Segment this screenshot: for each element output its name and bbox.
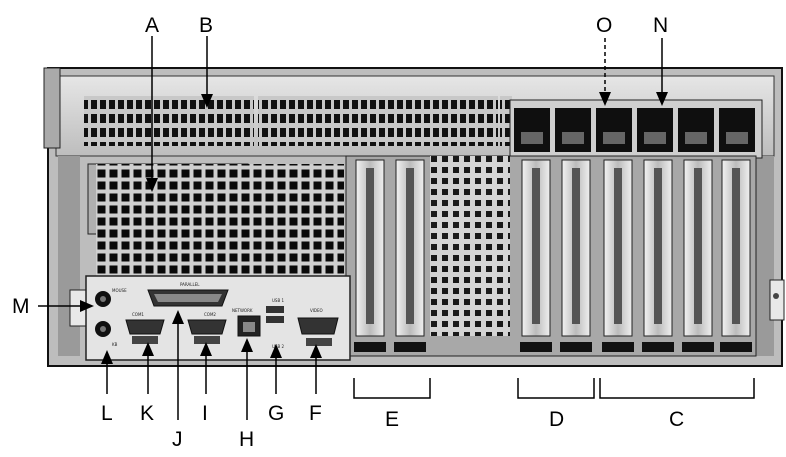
ps2-keyboard-port: KB xyxy=(95,321,118,347)
fan-module xyxy=(514,108,550,152)
callout-a: A xyxy=(145,14,159,37)
fan-module xyxy=(678,108,714,152)
com1-serial-port: COM1 xyxy=(125,312,165,344)
usb1-label: USB 1 xyxy=(272,298,284,303)
main-vent-grid xyxy=(96,164,344,284)
kb-label: KB xyxy=(112,342,118,347)
com1-label: COM1 xyxy=(132,312,144,317)
com2-label: COM2 xyxy=(204,312,216,317)
expansion-slot-bracket xyxy=(683,159,713,337)
fan-module xyxy=(637,108,673,152)
network-port: NETWORK xyxy=(232,308,261,337)
callout-labels: A B O N M L K J I H G F E D C xyxy=(12,14,684,451)
expansion-slot-bracket xyxy=(561,159,591,337)
callout-m: M xyxy=(12,295,30,318)
fan-module xyxy=(719,108,755,152)
callout-f: F xyxy=(309,402,322,425)
expansion-slot-bracket xyxy=(355,159,385,337)
callout-c: C xyxy=(669,408,684,431)
callout-d: D xyxy=(549,408,564,431)
ps2-mouse-port: MOUSE xyxy=(95,288,127,307)
callout-b: B xyxy=(199,14,213,37)
callout-l: L xyxy=(101,402,113,425)
mouse-label: MOUSE xyxy=(112,288,127,293)
callout-k: K xyxy=(140,402,154,425)
callout-h: H xyxy=(239,428,254,451)
expansion-slot-bracket xyxy=(521,159,551,337)
top-vent-grille xyxy=(84,96,512,146)
video-port: VIDEO xyxy=(297,308,339,346)
callout-e: E xyxy=(385,408,399,431)
callout-o: O xyxy=(596,14,612,37)
expansion-slot-bracket xyxy=(395,159,425,337)
callout-j: J xyxy=(172,428,183,451)
usb-ports: USB 1 USB 2 xyxy=(266,298,284,349)
callout-leaders xyxy=(38,36,755,420)
usb2-label: USB 2 xyxy=(272,344,284,349)
expansion-slot-bracket xyxy=(643,159,673,337)
video-label: VIDEO xyxy=(310,308,323,313)
callout-n: N xyxy=(653,14,668,37)
callout-i: I xyxy=(202,402,208,425)
network-label: NETWORK xyxy=(232,308,253,313)
fan-module xyxy=(596,108,632,152)
io-panel: MOUSE KB PARALLEL COM1 COM2 NETWORK USB … xyxy=(85,275,351,361)
callout-g: G xyxy=(268,402,284,425)
expansion-slot-bracket xyxy=(603,159,633,337)
com2-serial-port: COM2 xyxy=(187,312,227,344)
parallel-port: PARALLEL xyxy=(147,282,229,307)
expansion-slot-area xyxy=(345,155,757,357)
fan-module xyxy=(555,108,591,152)
expansion-slot-bracket xyxy=(721,159,751,337)
parallel-label: PARALLEL xyxy=(180,282,200,287)
fan-module-row xyxy=(509,99,763,159)
